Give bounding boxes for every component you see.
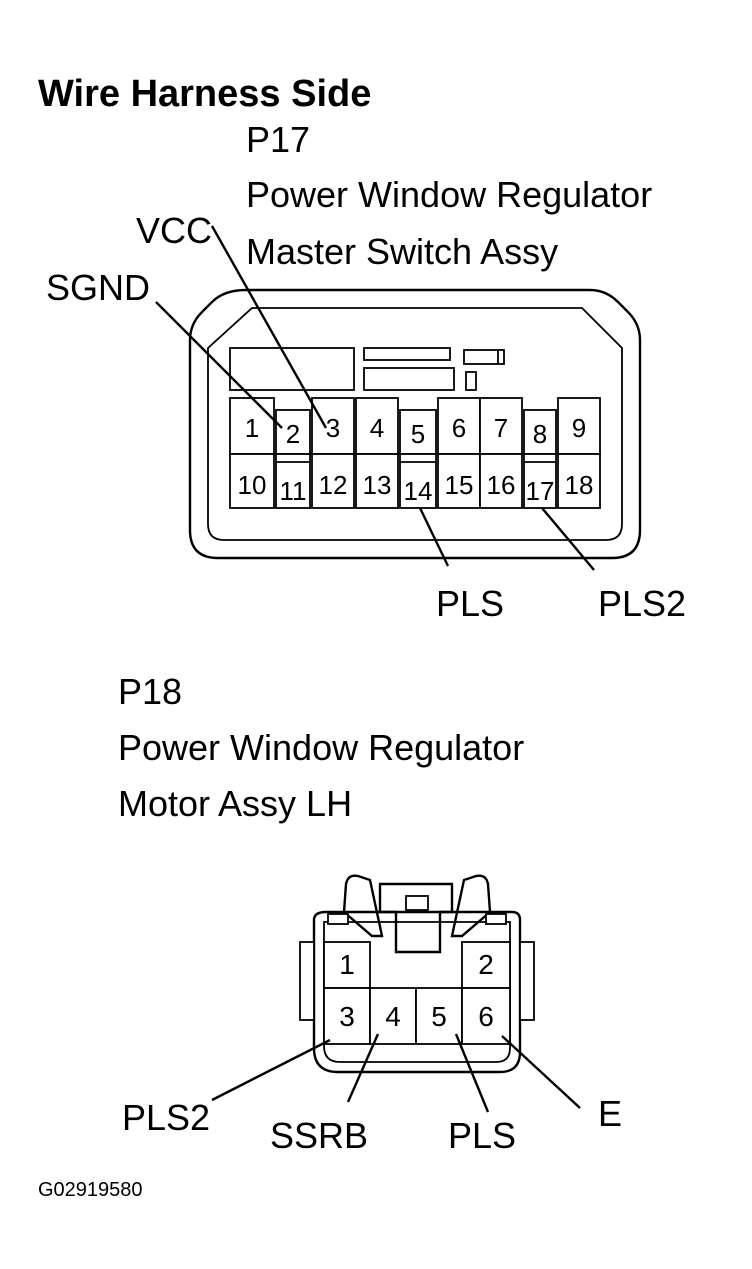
p18-pin-cavity [415,987,463,1045]
p17-pin-number: 2 [286,419,300,449]
p17-label-pls2: PLS2 [598,583,686,624]
p18-pls-leader [454,1033,490,1113]
p17-pin-number: 10 [238,470,267,500]
p17-pin-cavity [311,397,355,455]
p17-pin-cavity [437,453,481,509]
p17-pin-number: 4 [370,413,384,443]
p18-label-e: E [598,1093,622,1134]
p18-housing-outer [312,910,522,1074]
p18-connector-section: P18 Power Window Regulator Motor Assy LH… [118,671,622,1156]
p17-code: P17 [246,119,310,160]
p17-pin-cavity [229,397,275,455]
p17-pin-number: 12 [319,470,348,500]
p17-pin-number: 15 [445,470,474,500]
p17-label-vcc: VCC [136,210,212,251]
p18-label-ssrb: SSRB [270,1115,368,1156]
p18-pin-number: 4 [385,1001,401,1032]
p18-name-line1: Power Window Regulator [118,727,524,768]
p17-pls2-leader [541,507,595,571]
p17-pin-cavity [557,453,601,509]
p17-pin-cavity [399,409,437,455]
p17-label-pls: PLS [436,583,504,624]
p18-pin-number: 2 [478,949,494,980]
p17-key-tab [463,349,505,365]
p17-pin-cavity [355,397,399,455]
p18-latch-right [450,874,492,938]
p18-latch-left [342,874,384,938]
p17-housing-outer [188,288,642,560]
p18-pin-number: 1 [339,949,355,980]
p17-pin-number: 8 [533,419,547,449]
p18-clip-right [485,913,507,925]
p17-pin-cavity [523,453,557,509]
p18-side-ear-left [299,941,315,1021]
p17-pin-number: 18 [565,470,594,500]
p18-clip-left [327,913,349,925]
p17-pin-cavity [355,453,399,509]
p18-pls2-leader [211,1038,331,1102]
p17-vcc-leader [210,225,328,429]
p17-pin-number: 16 [487,470,516,500]
p17-label-sgnd: SGND [46,267,150,308]
p17-sgnd-leader [155,301,283,429]
p17-pin-cavity [479,453,523,509]
p18-housing-inner [323,921,511,1063]
p18-pin-number: 6 [478,1001,494,1032]
p17-pin-number: 13 [363,470,392,500]
p18-pin-cavity [461,941,511,989]
p17-pin-number: 9 [572,413,586,443]
p17-pin-number: 7 [494,413,508,443]
p17-pin-number: 1 [245,413,259,443]
diagram-title: Wire Harness Side [38,73,371,115]
p18-label-pls2: PLS2 [122,1097,210,1138]
p17-name-line1: Power Window Regulator [246,174,652,215]
p17-housing-inner [207,307,623,541]
p17-pin-number: 14 [404,476,433,506]
p18-label-pls: PLS [448,1115,516,1156]
p18-side-ear-right [519,941,535,1021]
p17-pin-number: 5 [411,419,425,449]
p18-name-line2: Motor Assy LH [118,783,352,824]
p17-pin-cavity [229,453,275,509]
p18-pin-cavity [461,987,511,1045]
p17-pin-grid: 1 10 2 11 3 12 4 13 5 14 6 15 7 16 8 17 9 18 [229,397,601,509]
p17-pin-cavity [557,397,601,455]
p18-code: P18 [118,671,182,712]
figure-code: G02919580 [38,1179,143,1201]
p17-connector-section: P17 Power Window Regulator Master Switch… [46,119,686,624]
p17-key-notch [465,371,477,391]
p17-pin-number: 17 [526,476,555,506]
p17-key-slot-upper [363,347,451,361]
p18-lock-tab [405,895,429,911]
p18-pin-number: 5 [431,1001,447,1032]
p17-pin-cavity [399,453,437,509]
p17-key-slot-lower [363,367,455,391]
p17-pin-number: 3 [326,413,340,443]
p17-pin-cavity [311,453,355,509]
p17-pls-leader [418,507,450,567]
p17-pin-cavity [479,397,523,455]
p18-e-leader [501,1035,581,1109]
p18-pin-number: 3 [339,1001,355,1032]
p17-pin-number: 6 [452,413,466,443]
p17-pin-number: 11 [280,476,307,506]
p17-pin-cavity [275,453,311,509]
p17-name-line2: Master Switch Assy [246,231,558,272]
p18-center-lock [378,882,454,954]
p18-ssrb-leader [346,1033,380,1103]
